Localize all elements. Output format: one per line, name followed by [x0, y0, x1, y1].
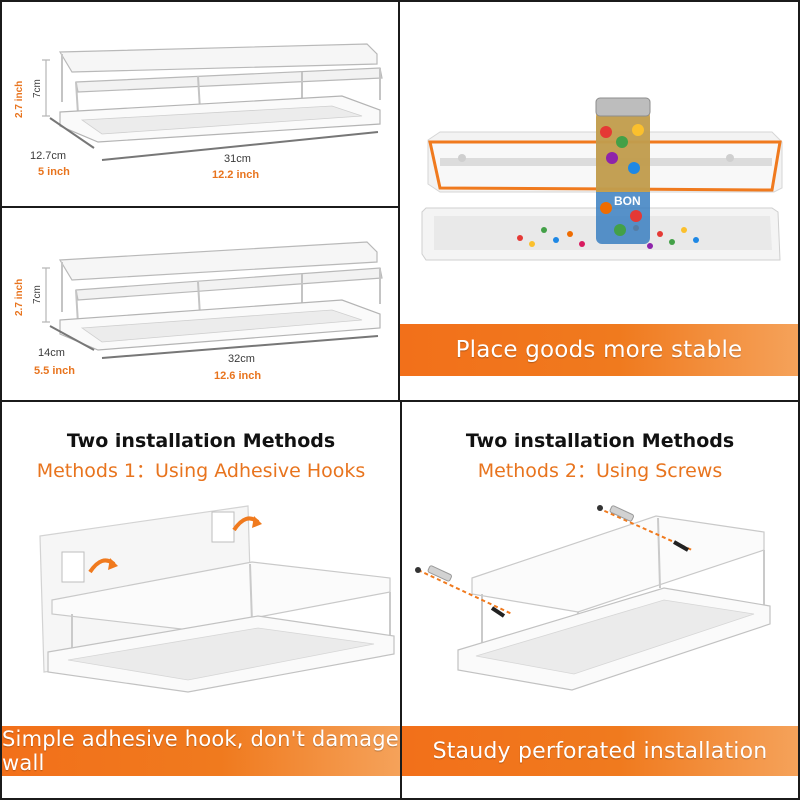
height-in-label: 2.7 inch [14, 80, 25, 118]
depth-cm-label: 12.7cm [30, 150, 67, 162]
screw-anchor-right [597, 505, 634, 522]
jar-label: BON [614, 194, 641, 208]
banner-screws: Staudy perforated installation [402, 726, 798, 776]
panel-large-shelf-dimensions: 7cm 2.7 inch 14cm 5.5 inch 32cm 12.6 inc… [0, 206, 400, 402]
jar [595, 97, 651, 244]
depth-cm-label: 14cm [38, 347, 65, 359]
method-title: Two installation Methods [66, 430, 336, 452]
method-subtitle: Methods 2：Using Screws [477, 460, 723, 482]
width-in-label: 12.2 inch [212, 169, 260, 181]
panel-method-screws: Two installation Methods Methods 2：Using… [400, 400, 800, 800]
method-title: Two installation Methods [465, 430, 735, 452]
depth-in-label: 5.5 inch [34, 365, 75, 377]
height-cm-label: 7cm [32, 79, 43, 98]
banner-adhesive: Simple adhesive hook, don't damage wall [2, 726, 400, 776]
height-in-label: 2.7 inch [14, 278, 25, 316]
shelf-with-jar-photo [421, 97, 783, 261]
height-cm-label: 7cm [32, 285, 43, 304]
small-shelf-drawing [42, 43, 383, 161]
screws-install-drawing [415, 505, 771, 691]
panel-method-adhesive: Two installation Methods Methods 1：Using… [0, 400, 402, 800]
panel-small-shelf-dimensions: 7cm 2.7 inch 12.7cm 5 inch 31cm 12.2 inc… [0, 0, 400, 208]
banner-stable: Place goods more stable [400, 324, 798, 376]
large-shelf-drawing [42, 241, 383, 359]
screw-anchor-left [415, 565, 452, 582]
depth-in-label: 5 inch [38, 166, 70, 178]
adhesive-install-drawing [39, 505, 395, 693]
width-cm-label: 32cm [228, 353, 255, 365]
width-in-label: 12.6 inch [214, 370, 262, 382]
method-subtitle: Methods 1：Using Adhesive Hooks [36, 460, 366, 482]
panel-product-photo: BON Place goods more stable [398, 0, 800, 402]
width-cm-label: 31cm [224, 153, 251, 165]
